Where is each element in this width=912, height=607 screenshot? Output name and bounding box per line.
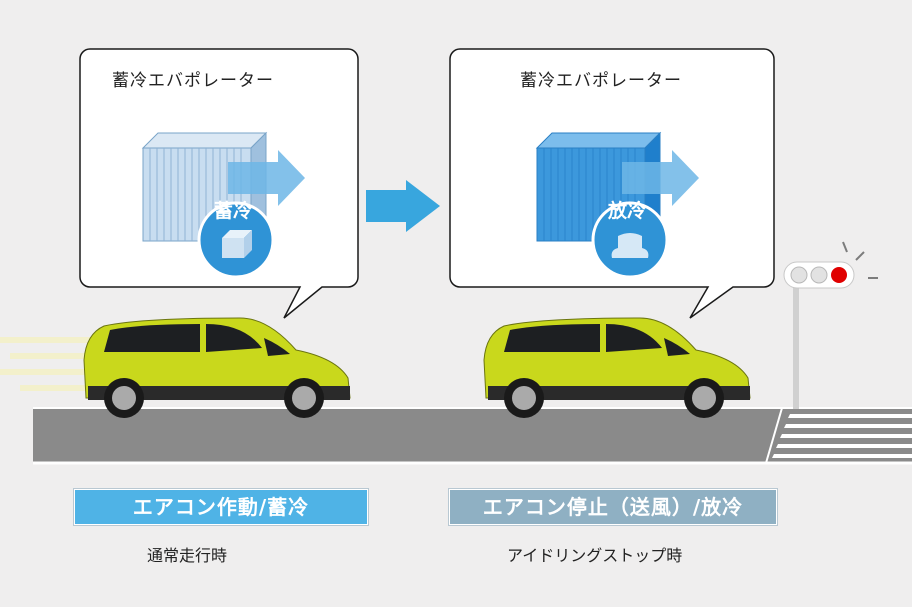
bubble-title-right: 蓄冷エバポレーター	[520, 71, 682, 91]
caption-left: 通常走行時	[147, 546, 228, 565]
bubble-title-left: 蓄冷エバポレーター	[112, 71, 274, 91]
ice-badge-right	[591, 201, 669, 279]
caption-right: アイドリングストップ時	[507, 546, 683, 565]
badge-right-label: 放冷	[608, 200, 647, 222]
mode-label-right: エアコン停止（送風）/放冷	[449, 489, 777, 525]
crosswalk	[772, 414, 912, 458]
mode-label-left: エアコン作動/蓄冷	[74, 489, 368, 525]
car-right-icon	[483, 317, 751, 418]
transition-arrow-icon	[366, 180, 440, 232]
car-left-icon	[83, 317, 351, 418]
motion-lines	[0, 337, 100, 391]
badge-left-label: 蓄冷	[214, 200, 253, 222]
traffic-signal-icon	[783, 241, 878, 409]
airflow-arrow-left-icon	[228, 150, 305, 206]
ice-badge-left	[197, 201, 275, 279]
airflow-arrow-right-icon	[622, 150, 699, 206]
road	[33, 407, 912, 465]
